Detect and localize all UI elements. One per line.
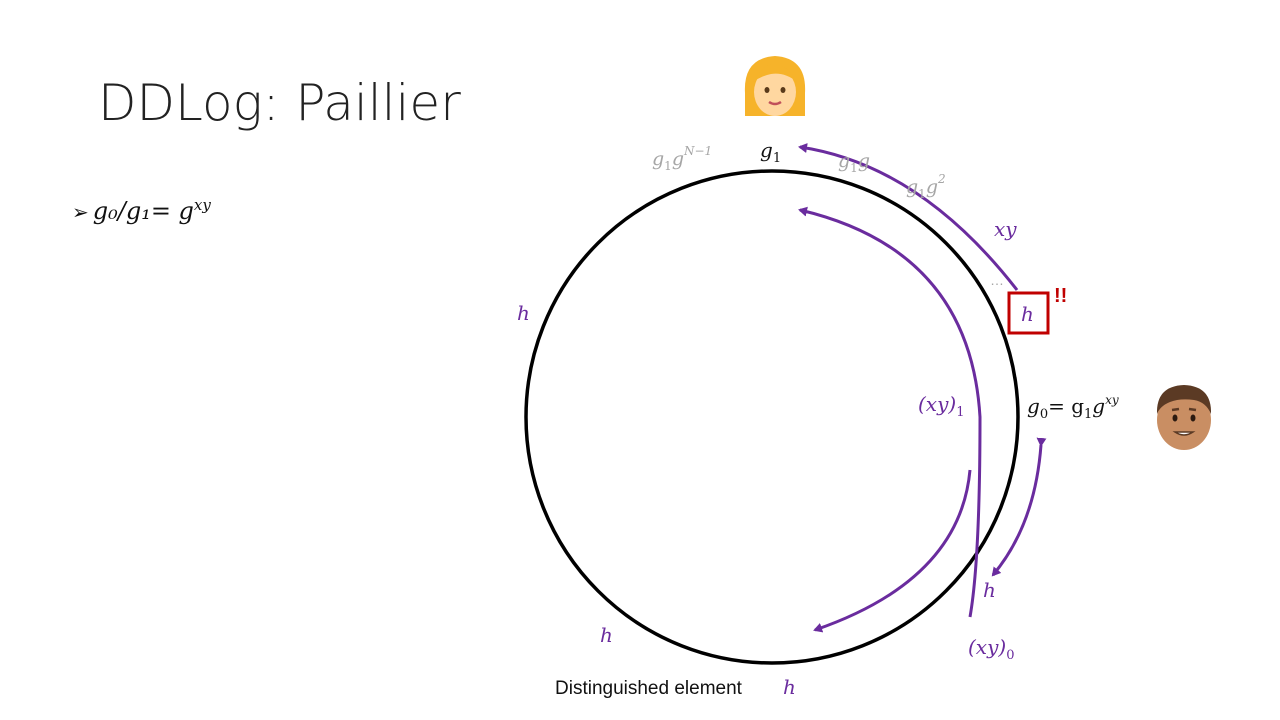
label-g1: g1 bbox=[760, 138, 781, 166]
arc-xy1-bottom bbox=[813, 469, 972, 633]
caption-distinguished-h: h bbox=[783, 675, 796, 699]
label-h-left: h bbox=[517, 301, 530, 325]
label-g1g: g1g bbox=[838, 150, 870, 175]
label-xy0: (xy)0 bbox=[968, 635, 1014, 663]
slide-title: DDLog: Paillier bbox=[98, 74, 461, 132]
arc-xy1-top bbox=[798, 206, 982, 618]
woman-face-emoji-icon bbox=[744, 56, 806, 116]
label-bang: !! bbox=[1054, 285, 1067, 307]
group-circle bbox=[524, 169, 1020, 665]
label-g1gN-1: g1gN−1 bbox=[652, 144, 712, 173]
bullet-exponent: xy bbox=[193, 196, 211, 214]
bullet-equation: ➢g₀/g₁= gxy bbox=[72, 196, 211, 225]
label-dots: … bbox=[990, 272, 1004, 288]
label-h-bottom-left: h bbox=[600, 623, 613, 647]
bullet-arrow-icon: ➢ bbox=[72, 200, 89, 224]
arc-xy0 bbox=[991, 437, 1047, 577]
highlight-box bbox=[1007, 291, 1050, 335]
arc-xy bbox=[798, 143, 1019, 291]
bullet-text: g₀/g₁= g bbox=[92, 197, 194, 225]
label-g1g2: g1g2 bbox=[906, 172, 946, 201]
label-g0-equation: g0= g1gxy bbox=[1027, 393, 1119, 422]
label-h-bottom-right: h bbox=[983, 578, 996, 602]
label-xy: xy bbox=[994, 217, 1017, 241]
label-h-box: h bbox=[1021, 302, 1034, 326]
man-face-emoji-icon bbox=[1156, 385, 1212, 450]
caption-distinguished: Distinguished element bbox=[555, 678, 743, 699]
label-xy1: (xy)1 bbox=[918, 392, 964, 420]
